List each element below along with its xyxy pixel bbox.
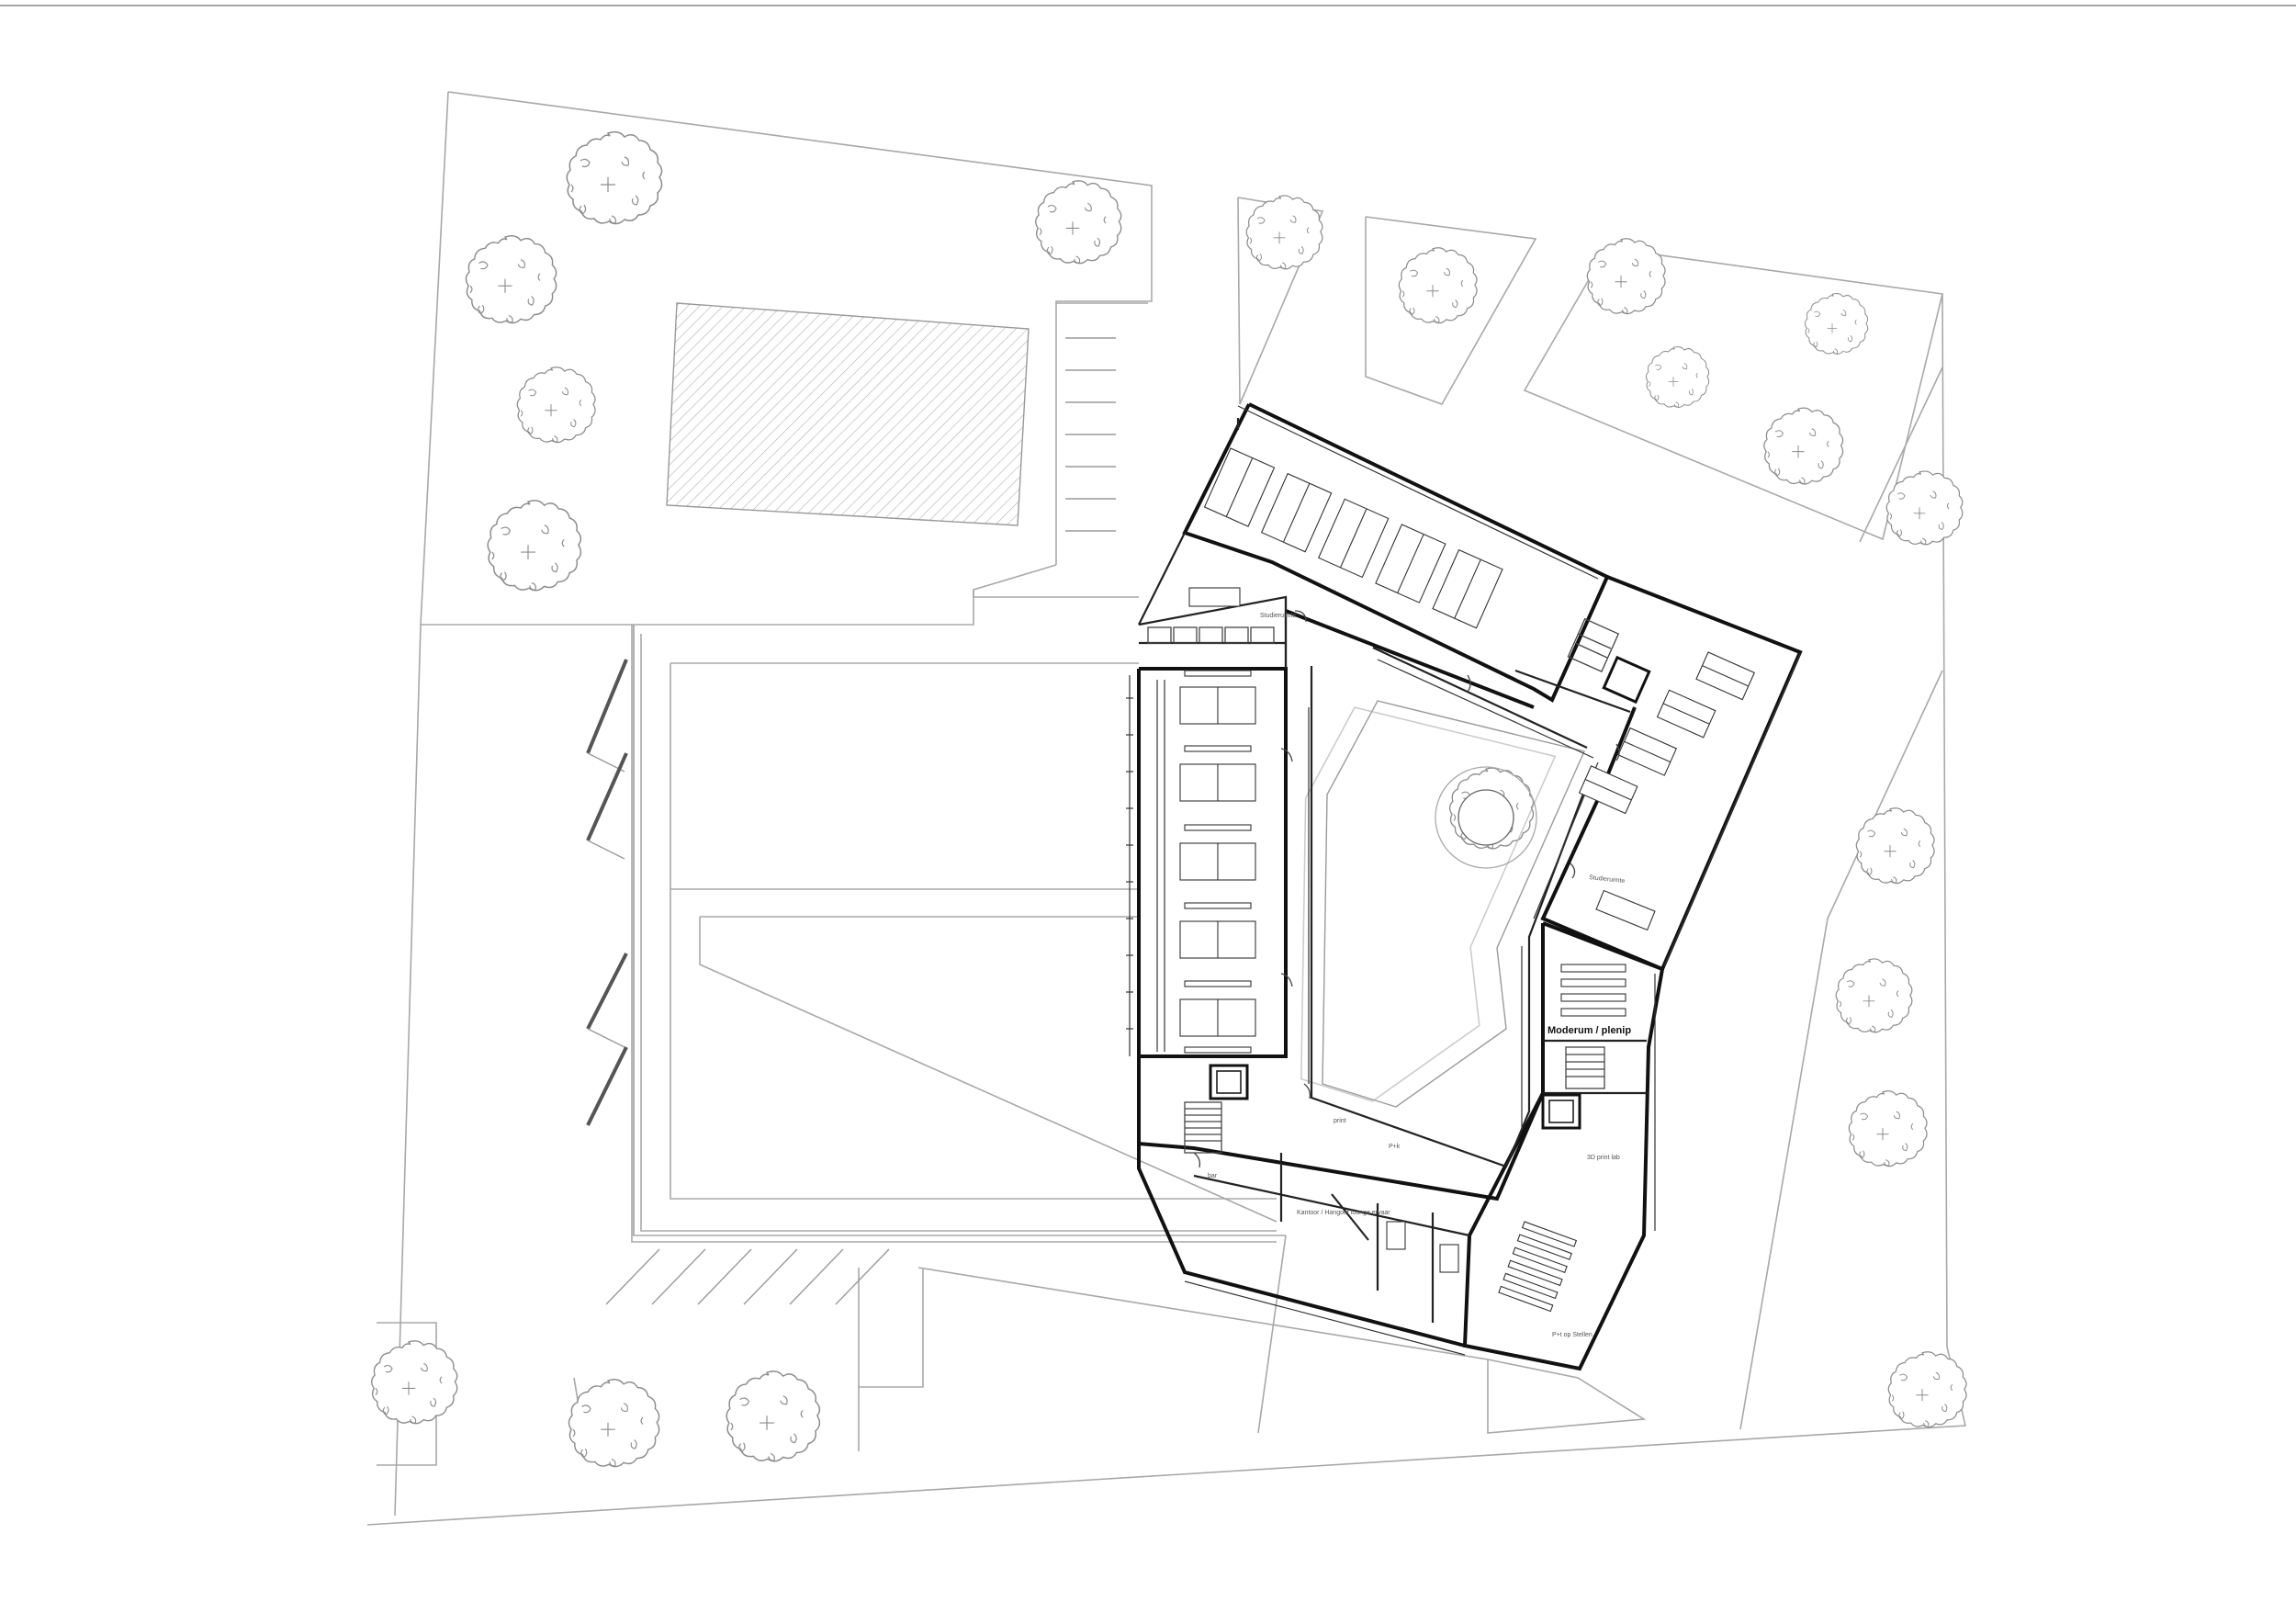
label-auditorium: Moderum / plenip xyxy=(1548,1025,1631,1036)
label-kantoor: Kantoor / Hangout lounge ervaar xyxy=(1297,1210,1390,1216)
label-opslag: P+t op Stellen xyxy=(1552,1332,1593,1338)
label-studieruimte-b: Studieruimte xyxy=(1589,874,1626,885)
sports-field xyxy=(666,302,1030,526)
desk-cluster-icon xyxy=(1179,447,1755,1313)
building xyxy=(1137,402,1803,1371)
tree-icon xyxy=(371,130,1967,1468)
label-bar: bar xyxy=(1208,1173,1218,1179)
parking-stripes xyxy=(605,337,1116,1305)
door-swing-icon xyxy=(1193,610,1620,1168)
neighbour-building xyxy=(586,590,1277,1243)
site-lines xyxy=(366,91,1966,1526)
label-pantry: P+k xyxy=(1389,1144,1401,1150)
courtyard xyxy=(1300,700,1585,1108)
label-print: print xyxy=(1334,1118,1346,1124)
label-3d-print-lab: 3D print lab xyxy=(1587,1155,1620,1161)
label-studieruimte-a: Studieruimte xyxy=(1260,613,1296,619)
stair-icon xyxy=(1184,617,1620,1154)
elevator-icon xyxy=(1209,655,1651,1130)
